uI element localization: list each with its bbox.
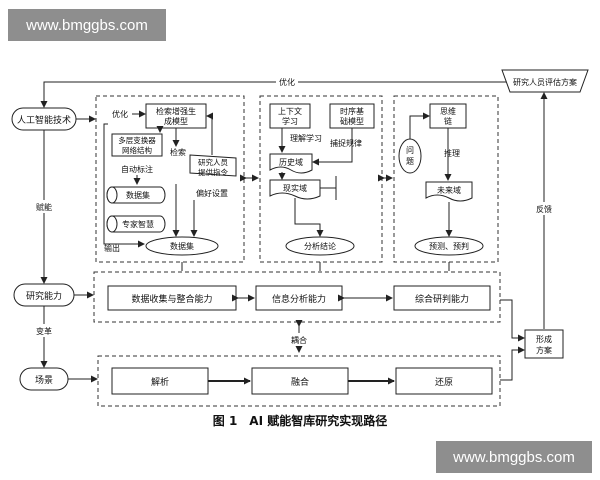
thinking-chain-line2: 链	[444, 116, 452, 126]
empower-label-bg	[32, 200, 56, 213]
scene-label: 场景	[35, 375, 53, 386]
watermark-bottom: www.bmggbs.com	[436, 441, 592, 473]
thinking-chain-line1: 思维	[440, 106, 456, 116]
caps-to-plan-arrow	[500, 299, 525, 342]
transformer-line2: 网络结构	[122, 145, 152, 155]
retrieval-model-line2: 成模型	[164, 116, 188, 126]
transformer-box	[111, 133, 163, 157]
conclusion-label: 分析结论	[304, 241, 336, 251]
predict-label: 预测、预判	[429, 241, 469, 251]
optimize-loop-label-bg	[276, 75, 298, 88]
understand-label: 理解学习	[290, 133, 322, 143]
watermark-top: www.bmggbs.com	[8, 9, 166, 41]
parse-step-label: 解析	[151, 376, 169, 388]
ai-tech-label: 人工智能技术	[17, 114, 71, 126]
reality-domain-label: 现实域	[283, 183, 307, 193]
feedback-label: 反馈	[536, 204, 552, 214]
search-label: 检索	[170, 147, 186, 157]
question-line1: 问	[406, 146, 414, 155]
context-learning-box	[269, 103, 311, 129]
judge-ability-label: 综合研判能力	[415, 293, 469, 305]
expert-cylinder-cap	[106, 215, 118, 233]
analyze-ability-label: 信息分析能力	[272, 293, 326, 305]
fuse-step-box	[251, 367, 349, 395]
restore-step-label: 还原	[435, 376, 453, 388]
predict-ellipse	[414, 236, 484, 256]
optimize-loop-label: 优化	[279, 77, 295, 87]
transformer-line1: 多层变换器	[118, 135, 156, 145]
conclusion-ellipse	[285, 236, 355, 256]
evaluate-label: 研究人员评估方案	[513, 77, 577, 87]
plan-box	[524, 329, 564, 359]
history-domain-shape	[269, 153, 313, 174]
timeseries-line2: 础模型	[340, 116, 364, 126]
fuse-step-label: 融合	[291, 376, 309, 388]
question-to-thinking-arrow	[409, 112, 430, 139]
dataset-output-label: 数据集	[170, 241, 194, 251]
figure-caption: 图 1 AI 赋能智库研究实现路径	[212, 414, 388, 428]
timeseries-line1: 时序基	[340, 106, 364, 116]
instruction-line1: 研究人员	[198, 157, 228, 167]
context-learning-line2: 学习	[282, 116, 298, 126]
empower-label: 赋能	[36, 202, 52, 212]
output-label: 输出	[104, 243, 120, 253]
instruction-box	[189, 154, 237, 177]
group-box-scene	[97, 355, 501, 407]
group-box-judgment	[393, 95, 499, 263]
reform-label: 变革	[36, 326, 52, 336]
box1-optimize-label: 优化	[112, 109, 128, 119]
retrieval-model-box	[145, 103, 207, 129]
collect-ability-box	[107, 285, 237, 311]
judge-ability-box	[393, 285, 491, 311]
reasoning-label: 推理	[444, 148, 460, 158]
auto-label-text: 自动标注	[121, 164, 153, 174]
research-ability-label: 研究能力	[26, 290, 62, 302]
future-domain-label: 未来域	[437, 185, 461, 195]
dataset-label: 数据集	[126, 190, 150, 200]
reform-label-bg	[32, 324, 56, 337]
reality-to-conclusion-arrow	[294, 198, 324, 237]
future-domain-shape	[425, 181, 473, 202]
question-line2: 题	[406, 157, 414, 166]
box1-left-loop	[103, 123, 145, 248]
analyze-ability-box	[255, 285, 343, 311]
reality-right-connector	[320, 176, 337, 200]
collect-ability-label: 数据收集与整合能力	[131, 293, 212, 305]
plan-label-line1: 形成	[536, 334, 552, 344]
evaluate-box	[501, 69, 589, 93]
scene-to-plan-arrow	[500, 346, 525, 381]
history-domain-label: 历史域	[279, 157, 303, 167]
preference-label: 偏好设置	[196, 188, 228, 198]
dataset-output-ellipse	[145, 236, 219, 256]
expert-label: 专家智慧	[122, 219, 154, 229]
timeseries-to-history-arrow	[312, 128, 353, 166]
timeseries-model-box	[329, 103, 375, 129]
capture-label: 捕捉规律	[330, 138, 362, 148]
retrieval-model-line1: 检索增强生	[156, 106, 196, 116]
parse-step-box	[111, 367, 209, 395]
couple-label-bg	[288, 333, 312, 346]
instruction-to-model-arrow	[206, 112, 213, 155]
couple-label: 耦合	[291, 335, 307, 345]
plan-label-line2: 方案	[536, 345, 552, 355]
reality-domain-shape	[269, 179, 321, 200]
instruction-line2: 提供指令	[198, 167, 228, 177]
feedback-label-bg	[532, 202, 556, 215]
context-learning-line1: 上下文	[278, 106, 302, 116]
question-ellipse	[398, 138, 422, 174]
dataset-cylinder-cap	[106, 186, 118, 204]
optimize-loop-line	[40, 81, 508, 108]
restore-step-box	[395, 367, 493, 395]
